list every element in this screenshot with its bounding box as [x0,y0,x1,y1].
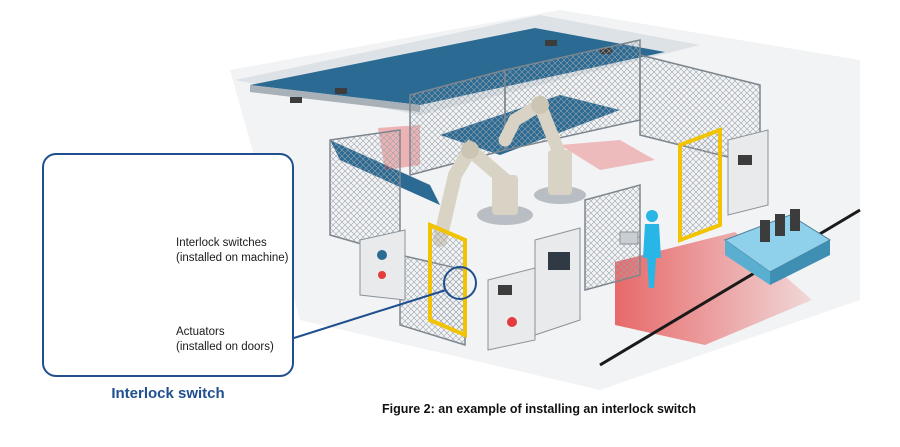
interlock-callout-box [42,153,294,377]
control-panel-icon [727,129,769,216]
yellow-door-left [428,221,467,339]
actuators-label-line1: Actuators [176,326,225,338]
actuators-label-line2: (installed on doors) [176,341,274,353]
robot-arm-icon [498,95,586,204]
control-panel-icon [359,229,406,301]
interlock-switches-label: Interlock switches (installed on machine… [176,236,289,266]
agv-icon [599,208,861,367]
yellow-door-right [678,127,722,243]
robot-arm-icon [433,139,533,247]
callout-leader-line [293,289,447,339]
operator-icon [619,210,661,288]
interlock-switches-label-line1: Interlock switches [176,237,267,249]
interlock-highlight-circle [443,266,477,300]
actuators-label: Actuators (installed on doors) [176,325,274,355]
danger-zone-right [560,140,655,170]
figure-caption: Figure 2: an example of installing an in… [382,402,696,416]
interlock-switches-label-line2: (installed on machine) [176,252,289,264]
control-panel-icon [534,227,581,336]
control-panel-icon [487,267,536,351]
conveyor-icon [235,15,700,115]
callout-title: Interlock switch [111,385,225,402]
